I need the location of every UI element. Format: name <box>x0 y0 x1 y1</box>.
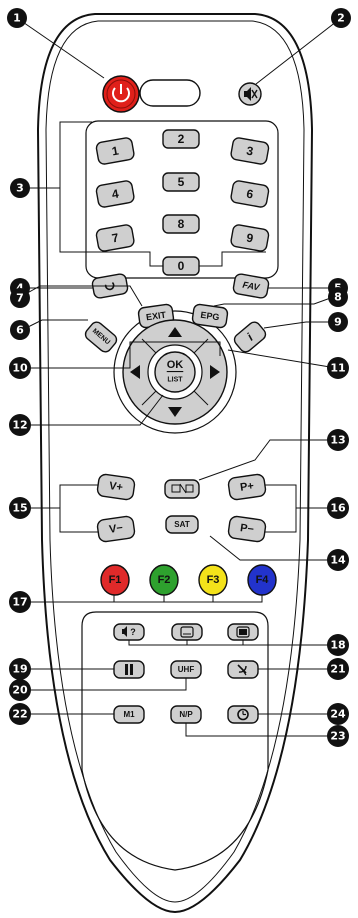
tv-radio-button[interactable] <box>165 480 199 498</box>
np-button[interactable]: N/P <box>171 706 201 723</box>
callout-20: 20 <box>9 679 31 701</box>
volume-down-button[interactable]: V− <box>97 516 136 543</box>
svg-text:2: 2 <box>337 12 345 25</box>
svg-text:SAT: SAT <box>174 520 190 529</box>
svg-text:21: 21 <box>330 663 345 676</box>
svg-text:?: ? <box>130 627 136 637</box>
callout-21: 21 <box>327 658 349 680</box>
program-up-button[interactable]: P+ <box>228 474 267 501</box>
callout-10: 10 <box>9 357 31 379</box>
subtitle-button[interactable] <box>172 624 202 640</box>
svg-text:F4: F4 <box>256 574 270 586</box>
audio-button[interactable]: ? <box>114 624 144 640</box>
key-2[interactable]: 2 <box>163 130 199 148</box>
callout-1: 1 <box>7 8 27 28</box>
ok-list-button[interactable]: OK LIST <box>155 352 195 392</box>
svg-text:P+: P+ <box>239 480 254 494</box>
svg-text:M1: M1 <box>123 710 135 719</box>
svg-text:8: 8 <box>178 217 185 231</box>
callout-6: 6 <box>10 320 30 340</box>
callout-18: 18 <box>327 634 349 656</box>
svg-text:10: 10 <box>12 362 28 375</box>
f2-button[interactable]: F2 <box>150 565 178 595</box>
satellite-button[interactable] <box>228 661 258 678</box>
svg-text:20: 20 <box>12 684 28 697</box>
volume-up-button[interactable]: V+ <box>97 474 136 501</box>
uhf-button[interactable]: UHF <box>171 661 201 678</box>
svg-text:22: 22 <box>12 708 27 721</box>
svg-text:5: 5 <box>178 175 185 189</box>
svg-text:P−: P− <box>239 522 254 536</box>
svg-text:18: 18 <box>330 639 345 652</box>
svg-text:8: 8 <box>334 291 342 304</box>
svg-text:12: 12 <box>12 419 27 432</box>
svg-text:15: 15 <box>12 502 27 515</box>
svg-text:7: 7 <box>16 292 24 305</box>
key-8[interactable]: 8 <box>163 215 199 233</box>
timer-button[interactable] <box>228 706 258 723</box>
f1-button[interactable]: F1 <box>101 565 129 595</box>
mute-button[interactable] <box>239 83 261 105</box>
m1-button[interactable]: M1 <box>114 706 144 723</box>
svg-text:OK: OK <box>167 359 184 371</box>
callout-8: 8 <box>328 287 348 307</box>
svg-text:UHF: UHF <box>178 665 195 674</box>
svg-text:LIST: LIST <box>167 377 183 384</box>
callout-15: 15 <box>9 497 31 519</box>
key-0[interactable]: 0 <box>163 257 199 275</box>
callout-2: 2 <box>331 8 351 28</box>
svg-text:F3: F3 <box>207 574 220 586</box>
svg-text:3: 3 <box>16 182 24 195</box>
svg-text:9: 9 <box>334 316 342 329</box>
callout-7: 7 <box>10 288 30 308</box>
pause-button[interactable] <box>114 661 144 678</box>
svg-text:24: 24 <box>330 708 346 721</box>
svg-text:1: 1 <box>13 12 21 25</box>
program-down-button[interactable]: P− <box>228 516 267 543</box>
svg-text:19: 19 <box>12 663 27 676</box>
svg-text:V−: V− <box>108 522 123 536</box>
callout-23: 23 <box>327 725 349 747</box>
sat-button[interactable]: SAT <box>166 516 198 533</box>
f4-button[interactable]: F4 <box>248 565 276 595</box>
callout-14: 14 <box>327 549 349 571</box>
svg-text:2: 2 <box>178 132 185 146</box>
power-button[interactable] <box>103 76 139 112</box>
callout-19: 19 <box>9 658 31 680</box>
callout-13: 13 <box>327 429 349 451</box>
callout-12: 12 <box>9 414 31 436</box>
svg-text:13: 13 <box>330 434 345 447</box>
f3-button[interactable]: F3 <box>199 565 227 595</box>
svg-text:F1: F1 <box>109 574 122 586</box>
svg-text:23: 23 <box>330 730 345 743</box>
callout-3: 3 <box>10 178 30 198</box>
svg-text:6: 6 <box>16 324 24 337</box>
callout-16: 16 <box>327 497 349 519</box>
svg-text:F2: F2 <box>158 574 171 586</box>
callout-9: 9 <box>328 312 348 332</box>
svg-text:N/P: N/P <box>179 710 193 719</box>
callout-22: 22 <box>9 703 31 725</box>
svg-text:V+: V+ <box>108 480 123 494</box>
callout-24: 24 <box>327 703 349 725</box>
svg-text:16: 16 <box>330 502 346 515</box>
svg-text:0: 0 <box>178 259 185 273</box>
key-5[interactable]: 5 <box>163 173 199 191</box>
svg-text:17: 17 <box>12 596 27 609</box>
callout-11: 11 <box>327 357 349 379</box>
callout-17: 17 <box>9 591 31 613</box>
teletext-button[interactable] <box>228 624 258 640</box>
power-indicator-slot <box>140 80 200 106</box>
svg-text:11: 11 <box>330 362 345 375</box>
svg-text:14: 14 <box>330 554 346 567</box>
